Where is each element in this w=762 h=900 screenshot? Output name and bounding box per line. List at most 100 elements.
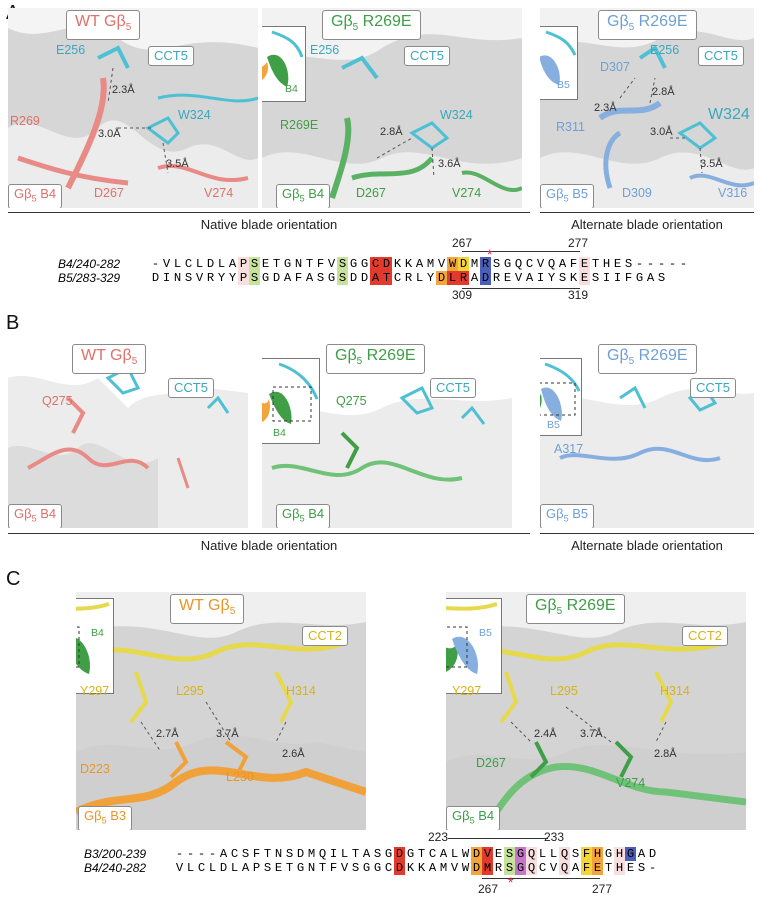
- cct-label: CCT5: [404, 46, 450, 66]
- residue-letter: L: [538, 847, 547, 861]
- residue-letter: T: [285, 861, 294, 875]
- residue-letter: G: [625, 847, 636, 861]
- alignment-number: 233: [544, 830, 565, 844]
- tile-title: WT Gβ5: [66, 10, 141, 41]
- residue-letter: S: [504, 861, 515, 875]
- density-map-c-wt: WT Gβ5 B4 B3 CCT2 Y297 L295 H314 D223 L2…: [76, 592, 366, 830]
- residue-letter: V: [536, 257, 545, 271]
- residue-letter: W: [461, 847, 470, 861]
- residue-letter: D: [151, 271, 160, 285]
- residue-letter: L: [195, 257, 204, 271]
- residue-letter: L: [208, 861, 217, 875]
- residue-letter: V: [549, 861, 558, 875]
- residue-letter: H: [614, 861, 625, 875]
- alignment-bracket: [462, 251, 580, 252]
- residue-letter: R: [494, 861, 503, 875]
- residue-letter: -: [151, 257, 160, 271]
- residue-letter: S: [558, 271, 567, 285]
- residue-letter: M: [470, 257, 479, 271]
- residue-letter: S: [337, 271, 348, 285]
- residue-letter: I: [162, 271, 171, 285]
- residue-letter: L: [186, 861, 195, 875]
- residue-letter: L: [230, 861, 239, 875]
- residue-letter: L: [549, 847, 558, 861]
- structure-inset: B3 B4: [262, 26, 306, 102]
- residue-d223: D223: [80, 762, 110, 776]
- residue-letter: Q: [318, 847, 327, 861]
- residue-letter: A: [305, 271, 314, 285]
- structure-inset: B5 B4: [446, 598, 502, 694]
- density-map-a-r269e: Gβ5 R269E B3 B4 CCT5 E256 R269E W324 D26…: [262, 8, 522, 208]
- residue-letter: V: [482, 847, 493, 861]
- distance-label: 3.5Å: [166, 158, 189, 170]
- alternate-orientation-rule: [540, 533, 754, 534]
- distance-label: 3.0Å: [650, 126, 673, 138]
- alternate-orientation-rule: [540, 212, 754, 213]
- residue-letter: L: [217, 257, 226, 271]
- residue-e256: E256: [56, 43, 86, 57]
- residue-letter: S: [249, 271, 260, 285]
- residue-letter: A: [415, 257, 424, 271]
- residue-letter: W: [461, 861, 470, 875]
- distance-label: 2.8Å: [654, 748, 677, 760]
- residue-d267: D267: [476, 756, 506, 770]
- residue-letter: A: [228, 257, 237, 271]
- tile-title: WT Gβ5: [72, 344, 147, 375]
- residue-letter: Q: [547, 257, 556, 271]
- residue-letter: A: [558, 257, 567, 271]
- residue-d267: D267: [94, 186, 124, 200]
- residue-l230: L230: [226, 770, 254, 784]
- residue-letter: S: [571, 847, 580, 861]
- tile-title: Gβ5 R269E: [322, 10, 421, 41]
- residue-letter: T: [417, 847, 426, 861]
- residue-letter: E: [626, 861, 635, 875]
- alignment-number: 223: [428, 830, 449, 844]
- residue-letter: Y: [217, 271, 226, 285]
- residue-letter: T: [381, 271, 392, 285]
- residue-letter: M: [439, 861, 448, 875]
- residue-r269e: R269E: [280, 118, 319, 132]
- residue-letter: F: [581, 847, 592, 861]
- residue-y297: Y297: [452, 684, 482, 698]
- residue-letter: A: [571, 861, 580, 875]
- residue-letter: A: [646, 271, 655, 285]
- residue-letter: D: [296, 847, 305, 861]
- residue-d309: D309: [622, 186, 652, 200]
- residue-letter: R: [480, 257, 491, 271]
- residue-letter: V: [175, 861, 184, 875]
- residue-l295: L295: [176, 684, 204, 698]
- residue-letter: Y: [547, 271, 556, 285]
- cct-label: CCT5: [698, 46, 744, 66]
- structure-inset: B4 B3: [76, 598, 114, 694]
- structure-inset: B4 B5: [540, 358, 582, 436]
- inset-label-b4: B4: [273, 427, 286, 439]
- structure-inset: B4 B5: [540, 26, 578, 100]
- residue-letter: A: [370, 271, 381, 285]
- residue-letter: I: [613, 271, 622, 285]
- residue-letter: N: [307, 861, 316, 875]
- residue-d267: D267: [356, 186, 386, 200]
- residue-letter: R: [492, 271, 501, 285]
- residue-q275: Q275: [336, 394, 367, 408]
- cct-label: CCT5: [148, 46, 194, 66]
- residue-letter: D: [272, 271, 281, 285]
- residue-letter: V: [195, 271, 204, 285]
- alignment-seq-name: B5/283-329: [58, 271, 121, 285]
- residue-letter: K: [404, 257, 413, 271]
- cct-label: CCT5: [430, 378, 476, 398]
- residue-letter: F: [624, 271, 633, 285]
- cct-label: CCT2: [682, 626, 728, 646]
- residue-letter: -: [186, 847, 195, 861]
- residue-letter: A: [470, 271, 479, 285]
- residue-letter: C: [525, 257, 534, 271]
- residue-letter: S: [285, 847, 294, 861]
- density-map-c-r269e: Gβ5 R269E B5 B4 CCT2 Y297 L295 H314 D267…: [446, 592, 746, 830]
- residue-letter: L: [415, 271, 424, 285]
- mutation-star: *: [487, 246, 493, 262]
- alternate-orientation-caption: Alternate blade orientation: [571, 217, 723, 232]
- distance-label: 3.5Å: [700, 158, 723, 170]
- residue-letter: L: [450, 847, 459, 861]
- residue-letter: D: [458, 257, 469, 271]
